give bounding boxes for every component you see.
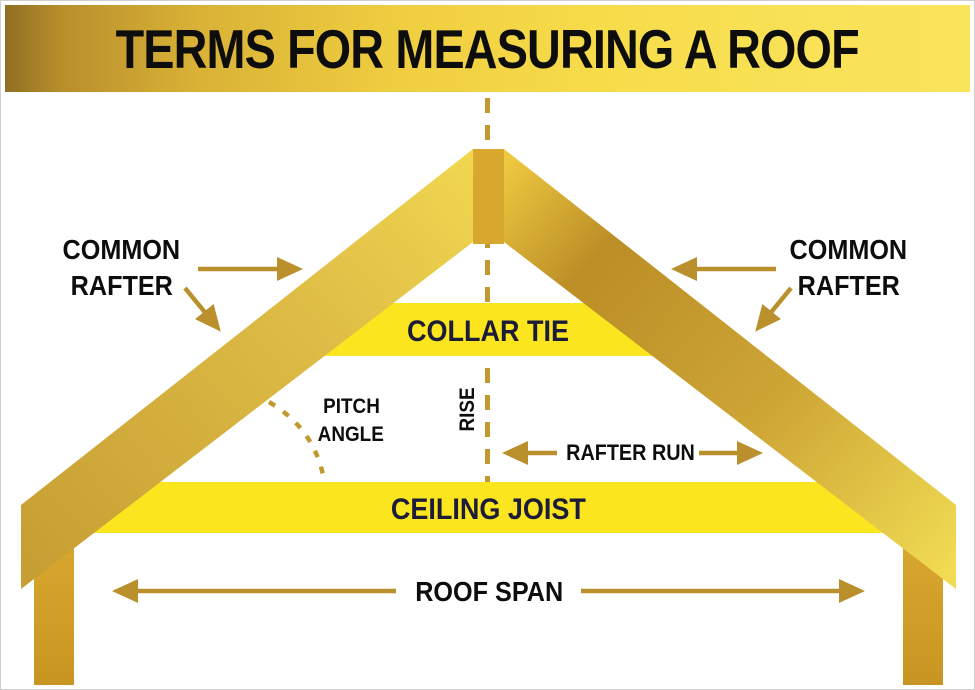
rafter-run-label: RAFTER RUN [566, 440, 695, 465]
left-common-rafter [21, 149, 473, 589]
roof-span-label: ROOF SPAN [415, 576, 563, 607]
common-rafter-label-right: COMMON RAFTER [756, 232, 941, 304]
common-rafter-right-arrow-diagonal [755, 286, 793, 332]
ceiling-joist-label: CEILING JOIST [390, 493, 586, 526]
common-rafter-label-right-line1: COMMON [789, 234, 908, 265]
common-rafter-left-arrow-diagonal [183, 286, 221, 332]
header-banner: TERMS FOR MEASURING A ROOF [5, 5, 970, 92]
pitch-angle-label-line1: PITCH [322, 395, 380, 418]
common-rafter-label-left: COMMON RAFTER [29, 232, 214, 304]
rise-label: RISE [456, 386, 479, 432]
common-rafter-label-right-line2: RAFTER [797, 270, 900, 301]
ceiling-joist-band [76, 482, 901, 533]
pitch-angle-arc [267, 400, 327, 481]
ridge-board [473, 149, 504, 244]
common-rafter-label-left-line2: RAFTER [70, 270, 173, 301]
collar-tie-label: COLLAR TIE [407, 315, 569, 348]
pitch-angle-label: PITCH ANGLE [291, 393, 411, 449]
right-common-rafter [504, 149, 956, 589]
pitch-angle-label-line2: ANGLE [317, 423, 385, 446]
common-rafter-label-left-line1: COMMON [62, 234, 181, 265]
page-title: TERMS FOR MEASURING A ROOF [115, 17, 860, 80]
